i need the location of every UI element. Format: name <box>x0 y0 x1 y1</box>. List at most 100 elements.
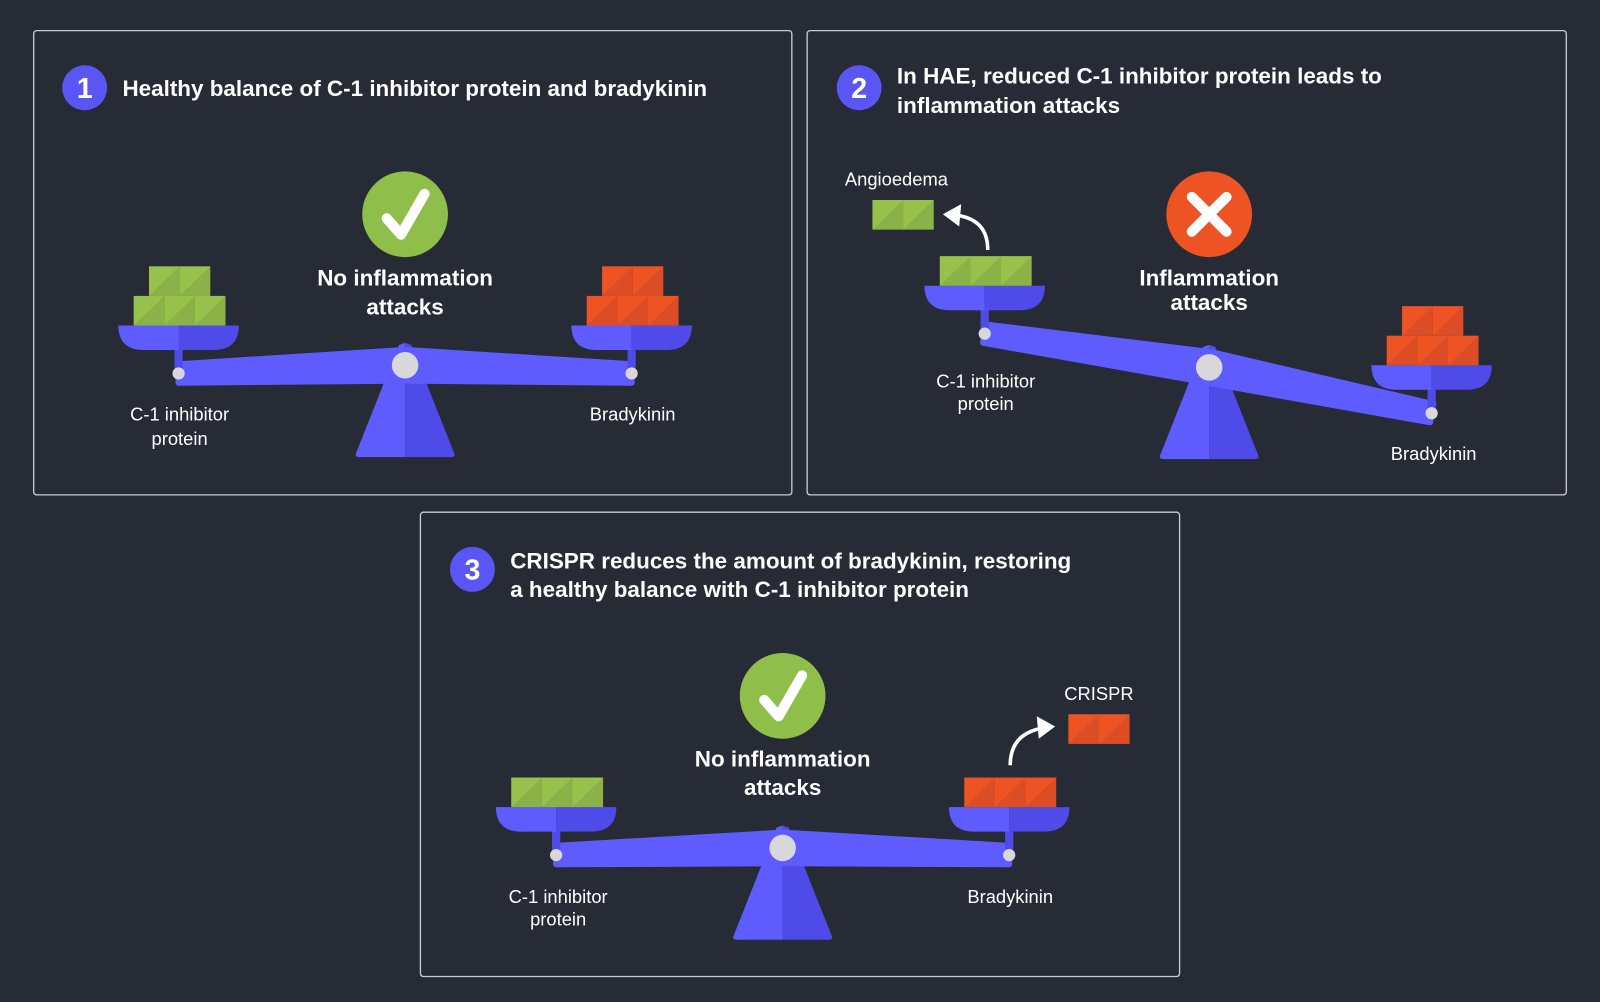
block <box>994 777 1026 808</box>
step-number: 1 <box>77 73 93 105</box>
curved-arrow-icon <box>942 204 990 251</box>
status-text: No inflammation <box>695 746 871 771</box>
pan-bowl <box>1371 365 1432 390</box>
status-text: Inflammation <box>1139 266 1279 291</box>
block <box>148 266 180 296</box>
step-number: 2 <box>851 73 867 105</box>
step-badge <box>62 65 108 111</box>
block <box>1447 335 1479 366</box>
status-circle <box>739 653 826 739</box>
left-label: protein <box>958 393 1014 414</box>
block <box>632 266 664 296</box>
block <box>970 256 1002 286</box>
panel-title: Healthy balance of C-1 inhibitor protein… <box>122 76 707 101</box>
pan-bowl <box>1009 807 1070 832</box>
block <box>647 295 679 326</box>
block-shade <box>511 777 542 808</box>
pan-stem <box>1427 387 1436 415</box>
balance-scale <box>495 777 1070 940</box>
panel-2: 2 In HAE, reduced C-1 inhibitor protein … <box>806 29 1567 496</box>
block <box>1432 306 1464 336</box>
block <box>133 295 165 326</box>
block-shade <box>1402 306 1433 336</box>
end-pin <box>978 327 991 340</box>
panel-3: 3 CRISPR reduces the amount of bradykini… <box>419 511 1181 978</box>
pan-bowl <box>984 285 1045 311</box>
status-text: attacks <box>744 775 821 800</box>
balance-scale <box>118 266 692 458</box>
pan-bowl <box>556 807 617 832</box>
block-shade <box>964 777 995 808</box>
block <box>1001 256 1032 286</box>
status-circle <box>362 171 448 258</box>
panel-border <box>806 29 1567 496</box>
status-text: attacks <box>1171 290 1248 315</box>
block <box>903 199 934 230</box>
block <box>541 777 573 808</box>
panel-border <box>33 29 793 496</box>
removed-label: Angioedema <box>845 169 949 190</box>
x-icon <box>1186 191 1232 237</box>
panel-title: CRISPR reduces the amount of bradykinin,… <box>510 548 1071 573</box>
pan-bowl <box>924 285 985 311</box>
pan-stem <box>980 308 989 335</box>
block <box>194 295 226 326</box>
step-badge <box>836 65 882 111</box>
block <box>1386 335 1418 366</box>
block <box>1402 306 1433 336</box>
removed-label: CRISPR <box>1064 683 1133 704</box>
curved-arrow-icon <box>1008 716 1056 766</box>
removed-boxes <box>872 199 934 230</box>
block-shade <box>1025 777 1057 808</box>
pan-stem <box>1005 829 1014 857</box>
left-label: C-1 inhibitor <box>936 371 1035 392</box>
panel-1: 1 Healthy balance of C-1 inhibitor prote… <box>33 29 793 496</box>
pan-bowl <box>118 325 179 350</box>
pan-bowl <box>495 807 557 832</box>
block <box>1417 335 1448 366</box>
step-number: 3 <box>465 555 481 587</box>
block <box>511 777 542 808</box>
pan-stem <box>174 347 183 375</box>
block-shade <box>994 777 1026 808</box>
left-label: protein <box>152 428 208 449</box>
block-shade <box>1001 256 1032 286</box>
block-shade <box>1447 335 1479 366</box>
panel-border <box>419 511 1181 978</box>
pan-bowl <box>631 325 692 350</box>
left-label: protein <box>530 908 586 929</box>
pivot <box>769 834 796 862</box>
block-shade <box>872 199 904 230</box>
block <box>617 295 648 326</box>
pan-bowl <box>1431 365 1492 390</box>
block <box>872 199 904 230</box>
pivot <box>1195 354 1223 381</box>
block-shade <box>541 777 573 808</box>
pan-stem <box>552 829 561 857</box>
block-shade <box>572 777 604 808</box>
check-icon <box>759 670 808 722</box>
end-pin <box>1003 848 1016 862</box>
block <box>1068 714 1099 744</box>
pan-bowl <box>948 807 1010 832</box>
block <box>964 777 995 808</box>
pivot <box>391 352 419 379</box>
removed-boxes <box>1068 714 1130 744</box>
block <box>586 295 618 326</box>
panel-title: a healthy balance with C-1 inhibitor pro… <box>510 577 969 602</box>
pan-bowl <box>178 325 239 350</box>
end-pin <box>625 367 638 380</box>
right-label: Bradykinin <box>1391 443 1477 464</box>
panel-title: In HAE, reduced C-1 inhibitor protein le… <box>897 64 1382 89</box>
block <box>572 777 604 808</box>
status-text: No inflammation <box>317 266 493 291</box>
block <box>939 256 971 286</box>
block <box>179 266 211 296</box>
status-text: attacks <box>366 294 443 319</box>
end-pin <box>550 848 563 862</box>
right-label: Bradykinin <box>967 886 1053 907</box>
pan-stem <box>627 347 636 375</box>
right-label: Bradykinin <box>590 403 676 424</box>
block <box>1025 777 1057 808</box>
